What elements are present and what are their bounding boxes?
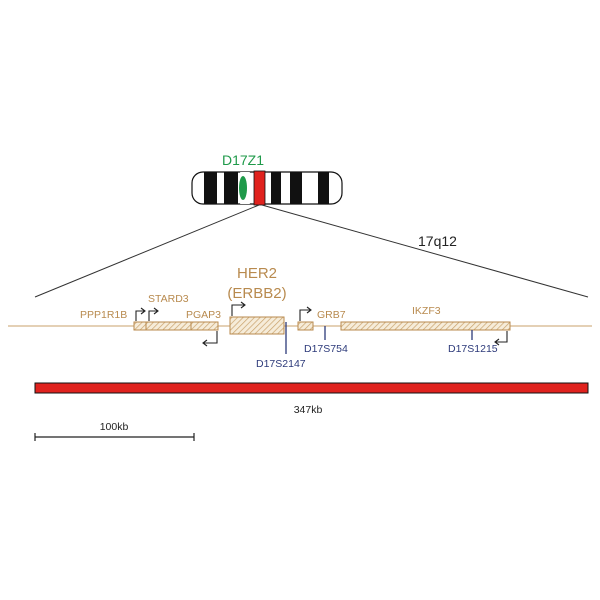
gene-ikzf3: [341, 322, 510, 330]
gene-label-pgap3: PGAP3: [186, 309, 221, 321]
band-q-dark-1: [271, 172, 281, 204]
gene-label-erbb2: (ERBB2): [227, 285, 286, 302]
probe-size-label: 347kb: [294, 404, 323, 416]
centromere-probe-label: D17Z1: [222, 152, 264, 168]
her2-probe-signal: [254, 171, 265, 205]
gene-pgap3: [191, 322, 218, 330]
marker-label-d17s1215: D17S1215: [448, 343, 498, 355]
gene-label-ppp1r1b: PPP1R1B: [80, 309, 127, 321]
centromere-probe-signal: [239, 176, 247, 200]
band-label: 17q12: [418, 233, 457, 249]
gene-grb7: [298, 322, 313, 330]
scale-bar: [35, 433, 194, 441]
probe-coverage-bar: [35, 383, 588, 393]
gene-label-ikzf3: IKZF3: [412, 305, 441, 317]
scale-bar-label: 100kb: [100, 421, 129, 433]
band-p-dark-2: [224, 172, 238, 204]
zoom-line-right: [262, 205, 588, 297]
band-p-dark-1: [204, 172, 217, 204]
chromosome-17-ideogram: [192, 171, 342, 205]
marker-label-d17s2147: D17S2147: [256, 358, 306, 370]
marker-label-d17s754: D17S754: [304, 343, 348, 355]
band-q-dark-3: [318, 172, 329, 204]
band-q-dark-2: [290, 172, 302, 204]
gene-her2: [230, 317, 284, 334]
gene-ppp1r1b: [134, 322, 146, 330]
gene-label-grb7: GRB7: [317, 309, 346, 321]
gene-stard3: [146, 322, 191, 330]
gene-label-stard3: STARD3: [148, 293, 189, 305]
gene-label-her2: HER2: [237, 265, 277, 282]
zoom-line-left: [35, 205, 259, 297]
